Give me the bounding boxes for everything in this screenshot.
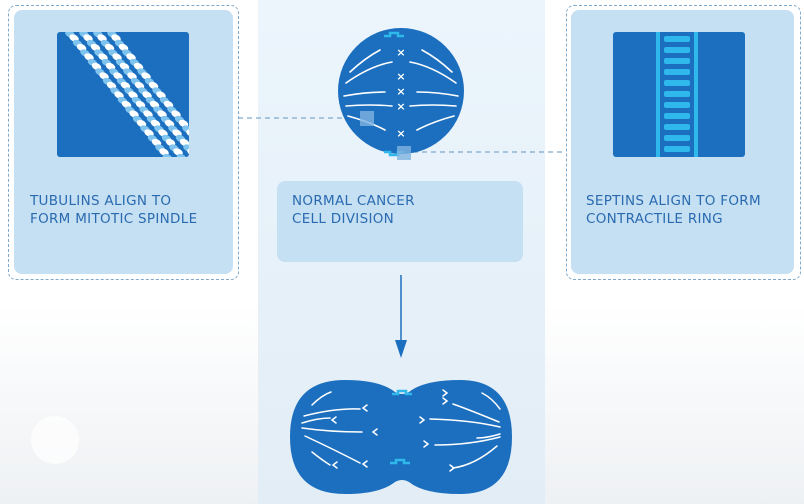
tubulin-dimer xyxy=(158,129,168,137)
tubulin-dimer xyxy=(104,43,115,52)
tubulin-dimer xyxy=(69,34,79,42)
tubulin-dimer xyxy=(173,148,183,156)
tubulin-dimer xyxy=(172,129,182,137)
tubulin-dimer xyxy=(186,129,189,137)
tubulin-dimer xyxy=(178,119,189,128)
tubulin-dimer xyxy=(111,34,121,42)
tubulin-dimer xyxy=(121,100,132,109)
tubulin-dimer xyxy=(193,137,205,147)
tubulin-dimer xyxy=(127,72,137,80)
septin-label-line1: SEPTINS ALIGN TO FORM xyxy=(586,193,761,209)
tubulin-dimer xyxy=(149,100,160,109)
cell-division-label: NORMAL CANCER CELL DIVISION xyxy=(292,192,415,228)
tubulin-dimer xyxy=(144,129,154,137)
tubulin-dimer xyxy=(190,152,202,162)
tubulin-dimer xyxy=(118,43,129,52)
tubulin-dimer xyxy=(157,110,167,118)
septin-filament xyxy=(664,91,690,97)
tubulin-dimer xyxy=(141,72,151,80)
septin-panel-border xyxy=(566,5,801,280)
svg-text:×: × xyxy=(396,100,405,113)
tubulin-dimer xyxy=(180,156,192,166)
tubulin-dimer xyxy=(76,43,87,52)
tubulin-dimer xyxy=(134,81,145,90)
tubulin-dimer xyxy=(165,138,176,147)
septin-filament xyxy=(664,36,690,42)
septin-filament xyxy=(664,69,690,75)
tubulin-label-line2: FORM MITOTIC SPINDLE xyxy=(30,211,198,227)
septin-filament xyxy=(664,124,690,130)
svg-text:×: × xyxy=(396,46,405,59)
septin-filament xyxy=(664,102,690,108)
svg-text:×: × xyxy=(396,70,405,83)
dividing-cell-cytokinesis xyxy=(290,380,512,494)
tubulin-dimer xyxy=(156,91,166,99)
tubulin-dimer xyxy=(143,110,153,118)
tubulin-dimer xyxy=(148,81,159,90)
tubulin-label-line1: TUBULINS ALIGN TO xyxy=(30,193,172,209)
tubulin-dimer xyxy=(166,156,178,166)
cell-division-label-line1: NORMAL CANCER xyxy=(292,193,415,209)
tubulin-dimer xyxy=(112,53,122,61)
tubulin-dimer xyxy=(136,119,147,128)
tubulin-dimer xyxy=(208,156,220,166)
tubulin-dimer xyxy=(128,91,138,99)
tubulin-dimer xyxy=(182,125,189,133)
tubulin-dimer xyxy=(164,119,175,128)
tubulin-dimer xyxy=(171,110,181,118)
tubulin-dimer xyxy=(105,62,116,71)
septin-filament xyxy=(664,58,690,64)
svg-text:×: × xyxy=(396,127,405,140)
decorative-glow xyxy=(31,416,79,464)
tubulin-dimer xyxy=(183,144,189,152)
septin-filament xyxy=(664,135,690,141)
tubulin-dimer xyxy=(189,133,201,143)
septin-filament xyxy=(664,47,690,53)
tubulin-dimer xyxy=(135,100,146,109)
tubulin-dimer xyxy=(142,91,152,99)
cell-division-panel xyxy=(277,181,523,262)
tubulin-dimer xyxy=(151,138,162,147)
septin-filament xyxy=(664,146,690,152)
tubulin-dimer xyxy=(120,81,131,90)
septin-label: SEPTINS ALIGN TO FORM CONTRACTILE RING xyxy=(586,192,761,228)
svg-text:×: × xyxy=(396,85,405,98)
tubulin-dimer xyxy=(162,153,173,157)
tubulin-dimer xyxy=(91,62,102,71)
tubulin-dimer xyxy=(200,147,212,157)
tubulin-dimer xyxy=(114,91,124,99)
tubulin-dimer xyxy=(126,53,136,61)
tubulin-dimer xyxy=(194,156,206,166)
tubulin-dimer xyxy=(106,81,117,90)
down-arrow-icon xyxy=(395,275,407,358)
tubulin-dimer xyxy=(113,72,123,80)
tubulin-dimer xyxy=(99,72,109,80)
tubulin-dimer xyxy=(133,62,144,71)
dividing-cell-metaphase: × × × × × xyxy=(338,28,464,160)
septin-image xyxy=(613,32,745,157)
tubulin-dimer xyxy=(196,143,208,153)
septin-filament xyxy=(664,80,690,86)
tubulin-label: TUBULINS ALIGN TO FORM MITOTIC SPINDLE xyxy=(30,192,197,228)
septin-label-line2: CONTRACTILE RING xyxy=(586,211,723,227)
tubulin-dimer xyxy=(119,62,130,71)
tubulin-dimer xyxy=(176,153,187,157)
tubulin-dimer xyxy=(129,110,139,118)
tubulin-dimer xyxy=(90,43,101,52)
tubulin-dimer xyxy=(159,148,169,156)
tubulin-dimer xyxy=(98,53,108,61)
tubulin-dimer xyxy=(204,152,216,162)
tubulin-dimer xyxy=(150,119,161,128)
tubulin-dimer xyxy=(84,53,94,61)
tubulin-dimer xyxy=(179,138,189,147)
tubulin-dimer xyxy=(97,34,107,42)
septin-filament xyxy=(664,113,690,119)
cell-division-label-line2: CELL DIVISION xyxy=(292,211,395,227)
tubulin-image xyxy=(57,32,220,166)
tubulin-dimer xyxy=(163,100,174,109)
tubulin-panel-border xyxy=(8,5,239,280)
tubulin-dimer xyxy=(83,34,93,42)
